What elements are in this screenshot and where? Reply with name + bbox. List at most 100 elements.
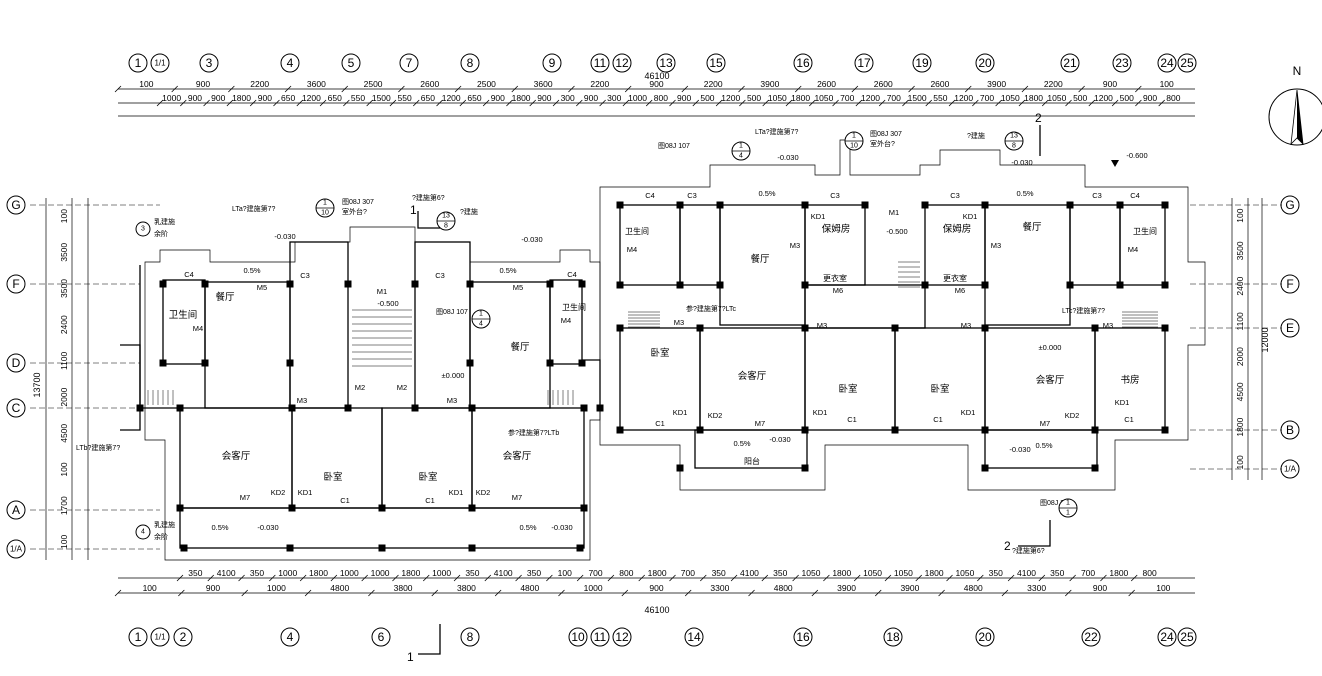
mark-c3-center: C3	[435, 271, 445, 280]
mark-kd2-r1: KD2	[708, 411, 723, 420]
svg-text:10: 10	[321, 210, 329, 217]
axis-top-19: 19	[912, 53, 932, 73]
top-dim1-11: 3900	[760, 79, 779, 89]
axis-bottom-1: 1	[128, 627, 148, 647]
mark-m4-r1: M4	[627, 245, 637, 254]
axis-bottom-12: 12	[612, 627, 632, 647]
bottom-dim1-16: 700	[681, 568, 695, 578]
axis-bottom-4: 4	[280, 627, 300, 647]
top-dim2-14: 900	[491, 93, 505, 103]
note-lta-right: LTa?建施第7?	[755, 127, 799, 136]
mark-kd1-left: KD1	[298, 488, 313, 497]
top-dim1-8: 2200	[590, 79, 609, 89]
bottom-dim1-27: 4100	[1017, 568, 1036, 578]
top-dim1-15: 3900	[987, 79, 1006, 89]
mark-c1-r1: C1	[655, 419, 665, 428]
level-triangle-icon	[1111, 160, 1119, 167]
svg-text:13: 13	[1010, 133, 1018, 140]
axis-top-23: 23	[1112, 53, 1132, 73]
svg-text:8: 8	[444, 223, 448, 230]
svg-text:24: 24	[1160, 56, 1174, 70]
mark-m4-center: M4	[561, 316, 571, 325]
top-dim1-17: 900	[1103, 79, 1117, 89]
level-r2-top: -0.030	[1011, 158, 1032, 167]
bottom-dim1-20: 1050	[802, 568, 821, 578]
svg-text:13: 13	[659, 56, 673, 70]
mark-kd2-center: KD2	[476, 488, 491, 497]
top-dim2-23: 500	[700, 93, 714, 103]
mark-kd1-r2: KD1	[963, 212, 978, 221]
right-dim-0: 100	[1235, 208, 1245, 222]
top-dim1-9: 900	[649, 79, 663, 89]
axis-top-20: 20	[975, 53, 995, 73]
bottom-dim1-10: 4100	[494, 568, 513, 578]
top-dim2-34: 1200	[954, 93, 973, 103]
top-dim1-12: 2600	[817, 79, 836, 89]
mark-m5-center: M5	[513, 283, 523, 292]
top-dim2-43: 800	[1166, 93, 1180, 103]
level-r-floor: ±0.000	[1039, 343, 1062, 352]
bottom-dim1-28: 350	[1050, 568, 1064, 578]
note-ltb-center: 参?建施第7?LTb	[508, 428, 559, 437]
svg-text:5: 5	[348, 56, 355, 70]
north-arrow: N	[1268, 64, 1322, 146]
note-ltc-ref: 参?建施第7?LTc	[686, 304, 737, 313]
room-wc-center: 卫生间	[562, 302, 586, 312]
top-dim2-16: 900	[537, 93, 551, 103]
top-dim2-42: 900	[1143, 93, 1157, 103]
mark-m2-b: M2	[397, 383, 407, 392]
top-dim2-38: 1050	[1047, 93, 1066, 103]
svg-text:11: 11	[594, 630, 607, 644]
column-51	[616, 324, 624, 332]
detail-1-10-left: 1 10	[315, 198, 335, 218]
bottom-dim2-16: 100	[1156, 583, 1170, 593]
top-dim2-24: 1200	[721, 93, 740, 103]
top-dim2-0: 1000	[162, 93, 181, 103]
axis-left-G: G	[6, 195, 26, 215]
top-dim2-17: 300	[561, 93, 575, 103]
svg-text:13: 13	[442, 213, 450, 220]
bottom-dim2-6: 4800	[520, 583, 539, 593]
column-14	[136, 404, 144, 412]
column-6	[546, 280, 554, 288]
bottom-dim1-26: 350	[989, 568, 1003, 578]
column-50	[1161, 281, 1169, 289]
column-16	[288, 404, 296, 412]
level-r-stair: -0.500	[886, 227, 907, 236]
column-65	[676, 464, 684, 472]
top-dim2-11: 650	[421, 93, 435, 103]
column-7	[578, 280, 586, 288]
right-dim-6: 1800	[1235, 417, 1245, 436]
opening-marks: C4 C3 C3 C4 M1 M3 M3 M2 M2 M4 M4 M7 M7 C…	[184, 191, 1140, 505]
svg-text:24: 24	[1160, 630, 1174, 644]
room-labels: 会客厅 卧室 卧室 会客厅 餐厅 餐厅 卫生间 卫生间 卧室 会客厅 卧室 卧室…	[169, 221, 1157, 483]
mark-c1-r4: C1	[1124, 415, 1134, 424]
mark-c1-r2: C1	[847, 415, 857, 424]
axis-bottom-25: 25	[1177, 627, 1197, 647]
mark-m7-r1: M7	[755, 419, 765, 428]
top-dim1-6: 2500	[477, 79, 496, 89]
column-37	[921, 201, 929, 209]
axis-left-F: F	[6, 274, 26, 294]
column-34	[716, 201, 724, 209]
mark-kd1-r1: KD1	[811, 212, 826, 221]
column-19	[468, 404, 476, 412]
bottom-dim1-21: 1800	[832, 568, 851, 578]
column-13	[578, 359, 586, 367]
column-44	[716, 281, 724, 289]
column-35	[801, 201, 809, 209]
axis-top-21: 21	[1060, 53, 1080, 73]
top-dim2-39: 500	[1073, 93, 1087, 103]
column-2	[286, 280, 294, 288]
svg-text:F: F	[1286, 277, 1293, 291]
svg-text:E: E	[1286, 321, 1294, 335]
mark-m4-r2: M4	[1128, 245, 1138, 254]
left-unit-walls	[120, 241, 601, 549]
column-31	[576, 544, 584, 552]
total-width-bottom: 46100	[644, 605, 669, 615]
left-unit-roof-eaves	[144, 226, 601, 561]
